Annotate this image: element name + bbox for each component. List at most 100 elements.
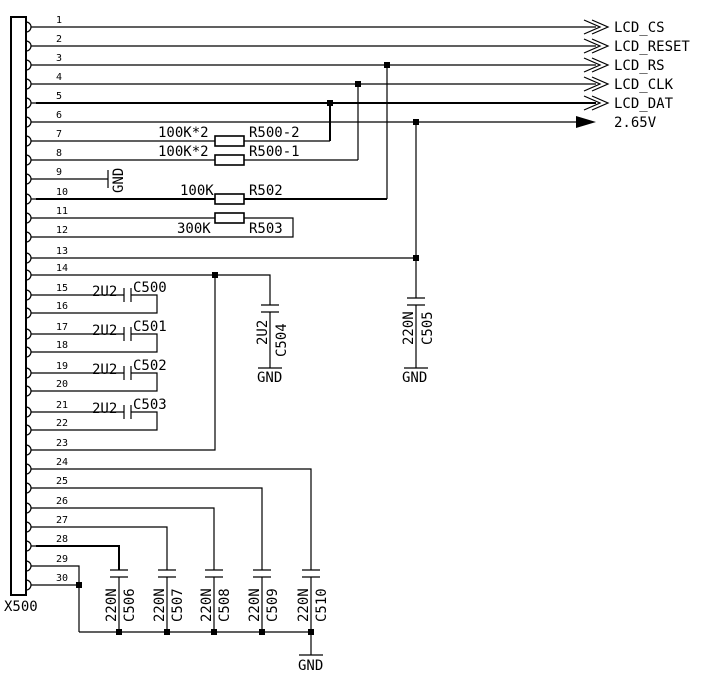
connector-pin-label: 16 — [56, 301, 68, 312]
label-lcd-clk: LCD_CLK — [614, 77, 674, 93]
capacitor-c510 — [302, 569, 320, 578]
connector-pin-1 — [25, 21, 36, 33]
connector-pin-label: 13 — [56, 246, 68, 257]
wire-pin28-c506 — [36, 545, 120, 570]
wire-pin27-c507 — [36, 526, 168, 632]
c505-ref: C505 — [420, 311, 436, 345]
connector-pin-11 — [25, 212, 36, 224]
junction-clk — [355, 81, 361, 87]
wire-pin29 — [36, 565, 80, 632]
connector-pin-label: 3 — [56, 53, 62, 64]
c504-value: 2U2 — [255, 320, 271, 345]
c507-value: 220N — [152, 588, 168, 622]
r502-ref: R502 — [249, 183, 283, 199]
c505-value: 220N — [401, 311, 417, 345]
arrow-lcd-rs — [583, 57, 610, 73]
ground-pin9-label: GND — [111, 168, 127, 193]
connector-pin-26 — [25, 502, 36, 514]
connector-pin-6 — [25, 116, 36, 128]
connector-pin-3 — [25, 59, 36, 71]
capacitor-c505 — [407, 297, 425, 306]
connector-pins: 1234567891011121314151617181920212223242… — [25, 15, 68, 591]
r500-2-ref: R500-2 — [249, 125, 300, 141]
junction-gnd-c508 — [211, 629, 217, 635]
c510-ref: C510 — [314, 588, 330, 622]
r500-1-value: 100K*2 — [158, 144, 209, 160]
connector-pin-label: 10 — [56, 187, 68, 198]
connector-pin-10 — [25, 193, 36, 205]
wire-pin24-c510 — [36, 468, 312, 632]
connector-pin-label: 19 — [56, 361, 68, 372]
ground-c504-label: GND — [257, 370, 282, 386]
wire-pin11 — [36, 217, 294, 238]
junction-supply — [413, 119, 419, 125]
ground-c505-label: GND — [402, 370, 427, 386]
label-lcd-reset: LCD_RESET — [614, 39, 690, 55]
c507-ref: C507 — [170, 588, 186, 622]
wire-c503 — [36, 411, 158, 431]
r503-value: 300K — [177, 221, 211, 237]
capacitor-c504 — [261, 304, 279, 313]
connector-pin-29 — [25, 560, 36, 572]
connector-pin-label: 9 — [56, 167, 62, 178]
connector-ref: X500 — [4, 599, 38, 615]
junction-pin30 — [76, 582, 82, 588]
connector-pin-label: 25 — [56, 476, 68, 487]
connector-pin-label: 23 — [56, 438, 68, 449]
connector-pin-13 — [25, 252, 36, 264]
c501-ref: C501 — [133, 319, 167, 335]
label-lcd-dat: LCD_DAT — [614, 96, 674, 112]
label-lcd-rs: LCD_RS — [614, 58, 665, 74]
resistor-r502 — [214, 193, 245, 205]
connector-pin-9 — [25, 173, 36, 185]
junction-dat — [327, 100, 333, 106]
wire-pin26-c508 — [36, 507, 215, 632]
connector-body — [10, 16, 27, 596]
c502-ref: C502 — [133, 358, 167, 374]
c509-value: 220N — [247, 588, 263, 622]
connector-pin-label: 1 — [56, 15, 62, 26]
connector-pin-label: 24 — [56, 457, 68, 468]
r500-2-value: 100K*2 — [158, 125, 209, 141]
c502-value: 2U2 — [92, 362, 117, 378]
connector-pin-2 — [25, 40, 36, 52]
connector-pin-label: 11 — [56, 206, 68, 217]
connector-pin-label: 18 — [56, 340, 68, 351]
capacitor-c507 — [158, 569, 176, 578]
connector-pin-label: 6 — [56, 110, 62, 121]
c503-value: 2U2 — [92, 401, 117, 417]
connector-pin-27 — [25, 521, 36, 533]
connector-pin-label: 17 — [56, 322, 68, 333]
c504-ref: C504 — [274, 323, 290, 357]
connector-pin-label: 8 — [56, 148, 62, 159]
junction-gnd-c510 — [308, 629, 314, 635]
connector-pin-label: 15 — [56, 283, 68, 294]
connector-pin-18 — [25, 346, 36, 358]
arrow-lcd-clk — [583, 76, 610, 92]
connector-pin-label: 28 — [56, 534, 68, 545]
connector-pin-label: 4 — [56, 72, 62, 83]
c501-value: 2U2 — [92, 323, 117, 339]
connector-pin-5 — [25, 97, 36, 109]
resistor-r500-1 — [214, 154, 245, 166]
connector-pin-label: 21 — [56, 400, 68, 411]
connector-pin-label: 20 — [56, 379, 68, 390]
connector-pin-23 — [25, 444, 36, 456]
connector-pin-label: 14 — [56, 263, 68, 274]
connector-pin-16 — [25, 307, 36, 319]
wire-c502 — [36, 372, 158, 392]
connector-pin-17 — [25, 328, 36, 340]
c506-ref: C506 — [122, 588, 138, 622]
connector-pin-14 — [25, 269, 36, 281]
connector-pin-20 — [25, 385, 36, 397]
capacitor-c501 — [123, 327, 132, 341]
arrow-lcd-cs — [583, 19, 610, 35]
connector-pin-label: 22 — [56, 418, 68, 429]
connector-pin-19 — [25, 367, 36, 379]
r503-ref: R503 — [249, 221, 283, 237]
connector-pin-15 — [25, 289, 36, 301]
connector-pin-28 — [25, 540, 36, 552]
connector-pin-label: 12 — [56, 225, 68, 236]
connector-pin-label: 30 — [56, 573, 68, 584]
connector-pin-label: 27 — [56, 515, 68, 526]
